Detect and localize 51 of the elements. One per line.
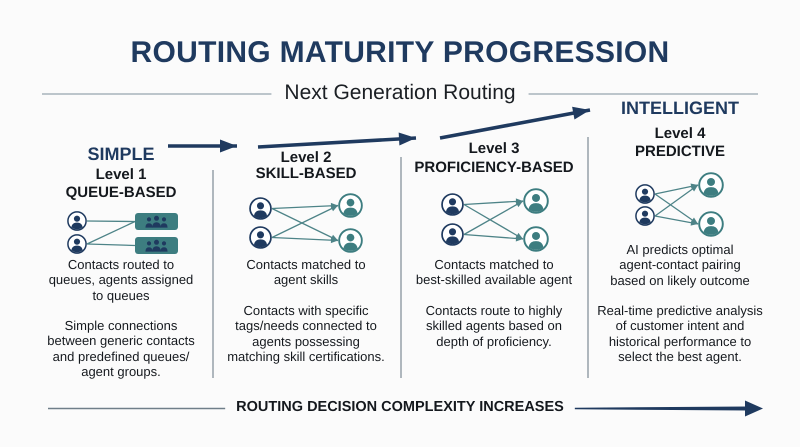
description: Real-time predictive analysis of customer intent and historical performance to select the best agent. — [597, 303, 763, 364]
person-icon — [249, 197, 272, 220]
subtitle: Next Generation Routing — [284, 81, 516, 105]
description: Contacts matched to best-skilled available agent — [414, 257, 574, 288]
progression-arrow — [258, 132, 416, 149]
connector-arrow — [654, 215, 698, 226]
level-name: SKILL-BASED — [256, 165, 356, 183]
person-icon — [635, 206, 655, 226]
level-label: Level 3 — [468, 140, 520, 158]
description: Contacts with specific tags/needs connected to agents possessing matching skill certifications. — [226, 303, 386, 364]
person-icon — [635, 184, 655, 204]
connector-arrow — [654, 193, 698, 225]
level-label: Level 1 — [96, 166, 146, 184]
person-icon — [441, 223, 464, 246]
connector-arrow — [654, 184, 698, 217]
person-icon — [441, 193, 464, 216]
person-icon — [67, 234, 87, 254]
level-name: QUEUE-BASED — [66, 184, 176, 202]
person-icon — [698, 211, 724, 237]
progression-arrow — [440, 106, 590, 140]
person-icon — [698, 172, 724, 198]
connector-line — [86, 220, 136, 245]
person-icon — [249, 226, 272, 249]
group-icon — [135, 237, 178, 254]
connector-line — [86, 243, 136, 246]
description: Contacts matched to agent skills — [245, 257, 367, 288]
person-icon — [338, 193, 363, 218]
description: AI predicts optimal agent-contact pairing based on likely outcome — [609, 242, 751, 288]
description: Simple connections between generic contacts and predefined queues/ agent groups. — [46, 318, 196, 380]
person-icon — [67, 211, 87, 231]
connector-arrow — [272, 202, 338, 210]
description: Contacts routed to queues, agents assigned to queues — [48, 257, 194, 303]
person-icon — [523, 188, 549, 214]
connector-arrow — [654, 184, 698, 195]
connector-line — [87, 220, 135, 222]
description: Contacts route to highly skilled agents based on depth of proficiency. — [424, 303, 564, 349]
group-icon — [135, 213, 178, 230]
progression-arrow — [168, 140, 237, 152]
level-name: PREDICTIVE — [635, 143, 725, 161]
level-name: PROFICIENCY-BASED — [414, 159, 574, 177]
level-label: Level 4 — [654, 125, 706, 143]
stage-heading: INTELLIGENT — [621, 98, 739, 119]
stage-heading: SIMPLE — [88, 144, 154, 165]
direction-label: ROUTING DECISION COMPLEXITY INCREASES — [236, 399, 564, 416]
connector-arrow — [464, 234, 524, 242]
person-icon — [338, 228, 363, 253]
connector-arrow — [464, 198, 524, 206]
connector-arrow — [272, 236, 338, 244]
level-label: Level 2 — [280, 149, 332, 167]
person-icon — [523, 226, 549, 252]
title: ROUTING MATURITY PROGRESSION — [130, 36, 670, 70]
